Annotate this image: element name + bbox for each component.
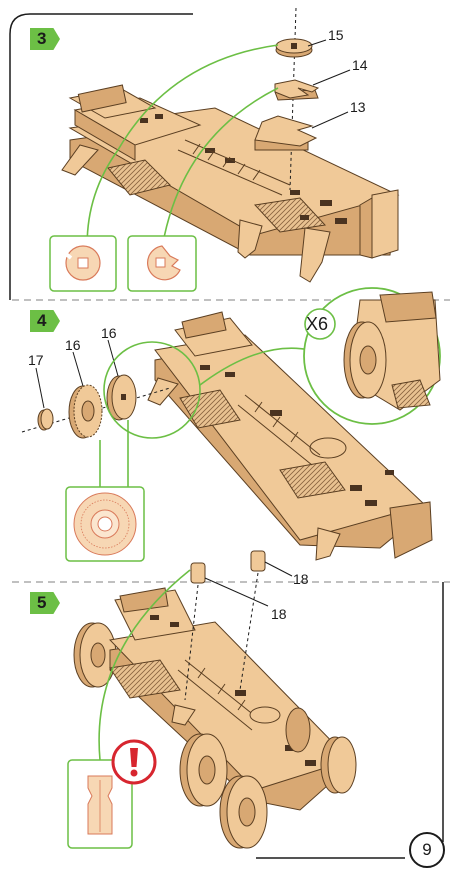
step-4-badge: 4 bbox=[30, 310, 60, 332]
part-label: 16 bbox=[101, 325, 117, 341]
step4-assembly bbox=[21, 287, 441, 562]
step-3-badge: 3 bbox=[30, 28, 60, 50]
step3-assembly bbox=[49, 7, 400, 292]
part-label: 13 bbox=[350, 99, 366, 115]
multiplier-label: X6 bbox=[306, 314, 329, 334]
gear-part-icon bbox=[147, 245, 181, 281]
ring-part-icon bbox=[64, 245, 101, 281]
part-label: 15 bbox=[328, 27, 344, 43]
step-5-badge: 5 bbox=[30, 592, 60, 614]
warning-icon bbox=[111, 739, 157, 785]
part-label: 14 bbox=[352, 57, 368, 73]
part-label: 17 bbox=[28, 352, 44, 368]
page-number: 9 bbox=[409, 832, 445, 868]
frame-top-left bbox=[9, 13, 193, 300]
part-label: 16 bbox=[65, 337, 81, 353]
step5-assembly bbox=[67, 550, 357, 849]
part-label: 18 bbox=[271, 606, 287, 622]
part-label: 18 bbox=[293, 571, 309, 587]
